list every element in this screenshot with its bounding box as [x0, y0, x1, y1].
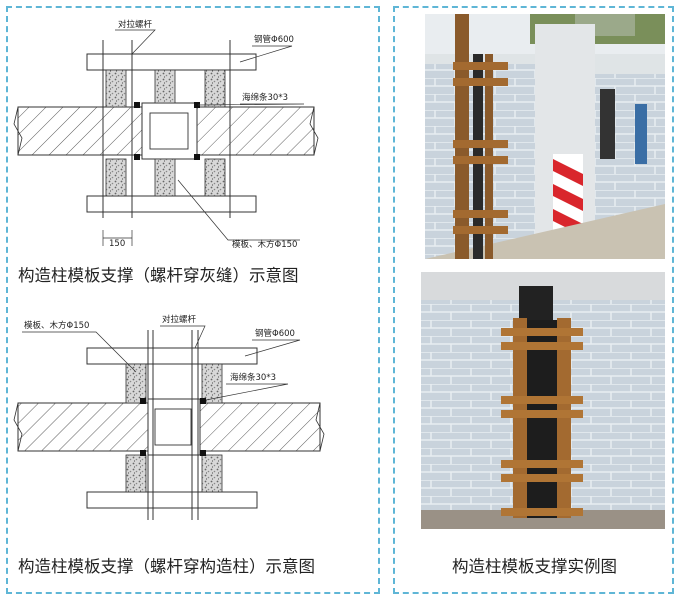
timber-block: [154, 158, 176, 197]
steel-pipe-bottom: [86, 195, 257, 213]
steel-pipe-top: [86, 347, 258, 365]
diagram-top: 对拉螺杆 钢管Φ600 海绵条30*3 模板、木方Φ150 150: [13, 19, 319, 250]
timber-block: [105, 69, 127, 108]
steel-pipe-bottom: [86, 491, 258, 509]
wall-right: [196, 106, 315, 156]
timber-block: [204, 158, 226, 197]
timber-block: [154, 69, 176, 104]
leader-tie-bolt: [160, 325, 206, 349]
label-tie-bolt: 对拉螺杆: [162, 314, 197, 325]
leader-formwork: [22, 331, 137, 373]
label-sponge: 海绵条30*3: [242, 92, 288, 103]
break-mark: [315, 402, 325, 452]
sponge-strip: [200, 450, 206, 456]
timber-block: [125, 363, 147, 404]
timber-block: [201, 454, 223, 493]
label-steel-pipe: 钢管Φ600: [255, 328, 295, 339]
leader-steel-pipe: [239, 45, 293, 63]
column-rebar: [149, 112, 189, 150]
photo-site-outdoor: [425, 14, 665, 259]
label-sponge: 海绵条30*3: [230, 372, 276, 383]
leader-steel-pipe: [244, 339, 301, 357]
formwork-column: [501, 286, 583, 518]
leader-sponge: [197, 103, 305, 106]
caption-photos: 构造柱模板支撑实例图: [452, 557, 617, 576]
left-panel: [6, 6, 380, 594]
formwork-column: [453, 14, 508, 259]
sponge-strip: [140, 398, 146, 404]
break-mark: [13, 402, 23, 452]
leader-sponge: [205, 383, 289, 401]
timber-block: [204, 69, 226, 108]
wall-left: [17, 106, 143, 156]
sponge-strip: [200, 398, 206, 404]
photo-formwork-wall-drawing: [421, 272, 665, 529]
break-mark: [13, 106, 23, 156]
timber-block: [125, 454, 147, 493]
caption-bottom-diagram: 构造柱模板支撑（螺杆穿构造柱）示意图: [18, 557, 315, 576]
leader-formwork: [177, 179, 300, 241]
timber-block: [201, 363, 223, 404]
steel-pipe-top: [86, 53, 257, 71]
photo-formwork-wall: [421, 272, 665, 529]
leader-tie-bolt: [115, 29, 156, 55]
label-steel-pipe: 钢管Φ600: [254, 34, 294, 45]
sponge-strip: [194, 102, 200, 108]
caption-top-diagram: 构造柱模板支撑（螺杆穿灰缝）示意图: [18, 266, 299, 285]
column-rebar: [154, 408, 192, 446]
label-formwork: 模板、木方Φ150: [24, 320, 89, 331]
right-panel: [393, 6, 674, 594]
photo-site-outdoor-drawing: [425, 14, 665, 259]
sponge-strip: [134, 102, 140, 108]
wall-left: [17, 402, 149, 452]
label-dimension: 150: [109, 239, 125, 249]
sponge-strip: [194, 154, 200, 160]
sponge-strip: [134, 154, 140, 160]
label-tie-bolt: 对拉螺杆: [118, 19, 153, 30]
timber-block: [105, 158, 127, 197]
diagram-bottom: 模板、木方Φ150 对拉螺杆 钢管Φ600 海绵条30*3: [13, 314, 325, 520]
sponge-strip: [140, 450, 146, 456]
break-mark: [309, 106, 319, 156]
wall-right: [199, 402, 321, 452]
label-formwork: 模板、木方Φ150: [232, 239, 297, 250]
